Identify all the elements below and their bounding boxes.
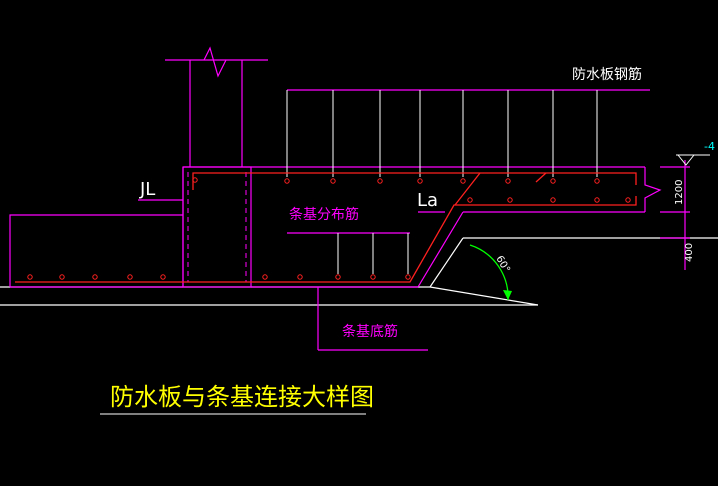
angle-label: 60°	[493, 254, 511, 275]
bottom-rebar-label: 条基底筋	[342, 323, 398, 340]
la-label: La	[417, 190, 438, 211]
angle-arrow	[503, 290, 512, 300]
outline-lines	[9, 46, 690, 351]
distribution-rebar-leaders	[337, 233, 409, 274]
distribution-rebar-label: 条基分布筋	[289, 206, 359, 223]
beam-stirrups	[187, 172, 247, 282]
jl-label: JL	[139, 179, 155, 200]
rebar-lines	[15, 172, 637, 283]
waterproof-rebar-leaders	[286, 90, 598, 177]
rebar-dots	[27, 177, 631, 280]
level-mark-icon	[676, 154, 710, 166]
drawing-title: 防水板与条基连接大样图	[110, 383, 374, 411]
dimension-400: 400	[684, 243, 695, 262]
level-label: -4	[704, 140, 715, 153]
dimension-1200: 1200	[674, 180, 685, 205]
waterproof-rebar-label: 防水板钢筋	[572, 66, 642, 83]
ground-lines	[0, 237, 718, 306]
